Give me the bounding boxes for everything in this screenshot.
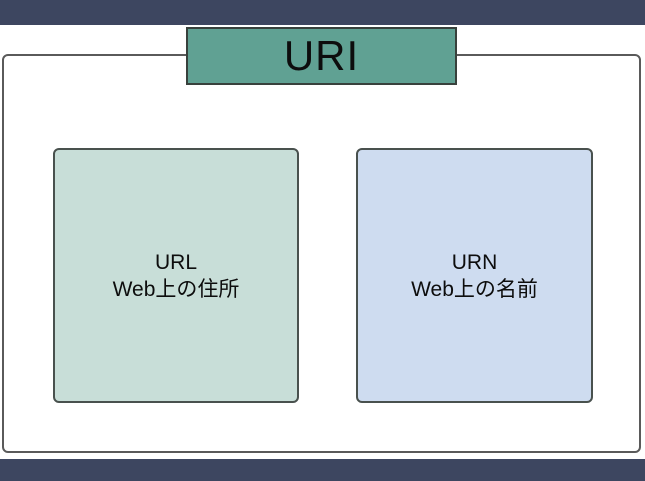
bottom-band: [0, 459, 645, 481]
url-box-sublabel: Web上の住所: [112, 277, 240, 301]
top-band: [0, 0, 645, 25]
urn-box-sublabel: Web上の名前: [411, 277, 538, 301]
slide-title: URI: [283, 32, 360, 79]
urn-box-label: URN: [451, 250, 498, 274]
url-box: URL Web上の住所: [53, 148, 299, 403]
url-box-label: URL: [154, 250, 197, 274]
urn-box: URN Web上の名前: [356, 148, 593, 403]
uri-title-box: URI: [186, 27, 457, 85]
